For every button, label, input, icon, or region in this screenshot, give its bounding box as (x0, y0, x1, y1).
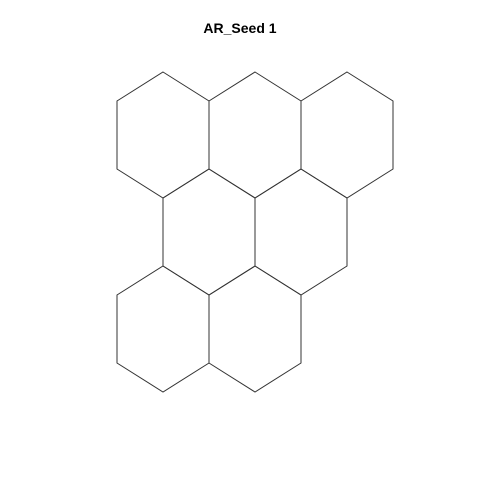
hexagon-r3-c1 (116, 265, 210, 393)
hexagon-layer (116, 71, 394, 393)
hexagon-r3-c2 (208, 265, 302, 393)
plot-title: AR_Seed 1 (203, 20, 277, 36)
hexagon-r1-c1 (116, 71, 210, 199)
hexagon-r2-c2 (254, 168, 348, 296)
hexagon-r1-c2 (208, 71, 302, 199)
hexagon-r2-c1 (162, 168, 256, 296)
hexagon-r1-c3 (300, 71, 394, 199)
